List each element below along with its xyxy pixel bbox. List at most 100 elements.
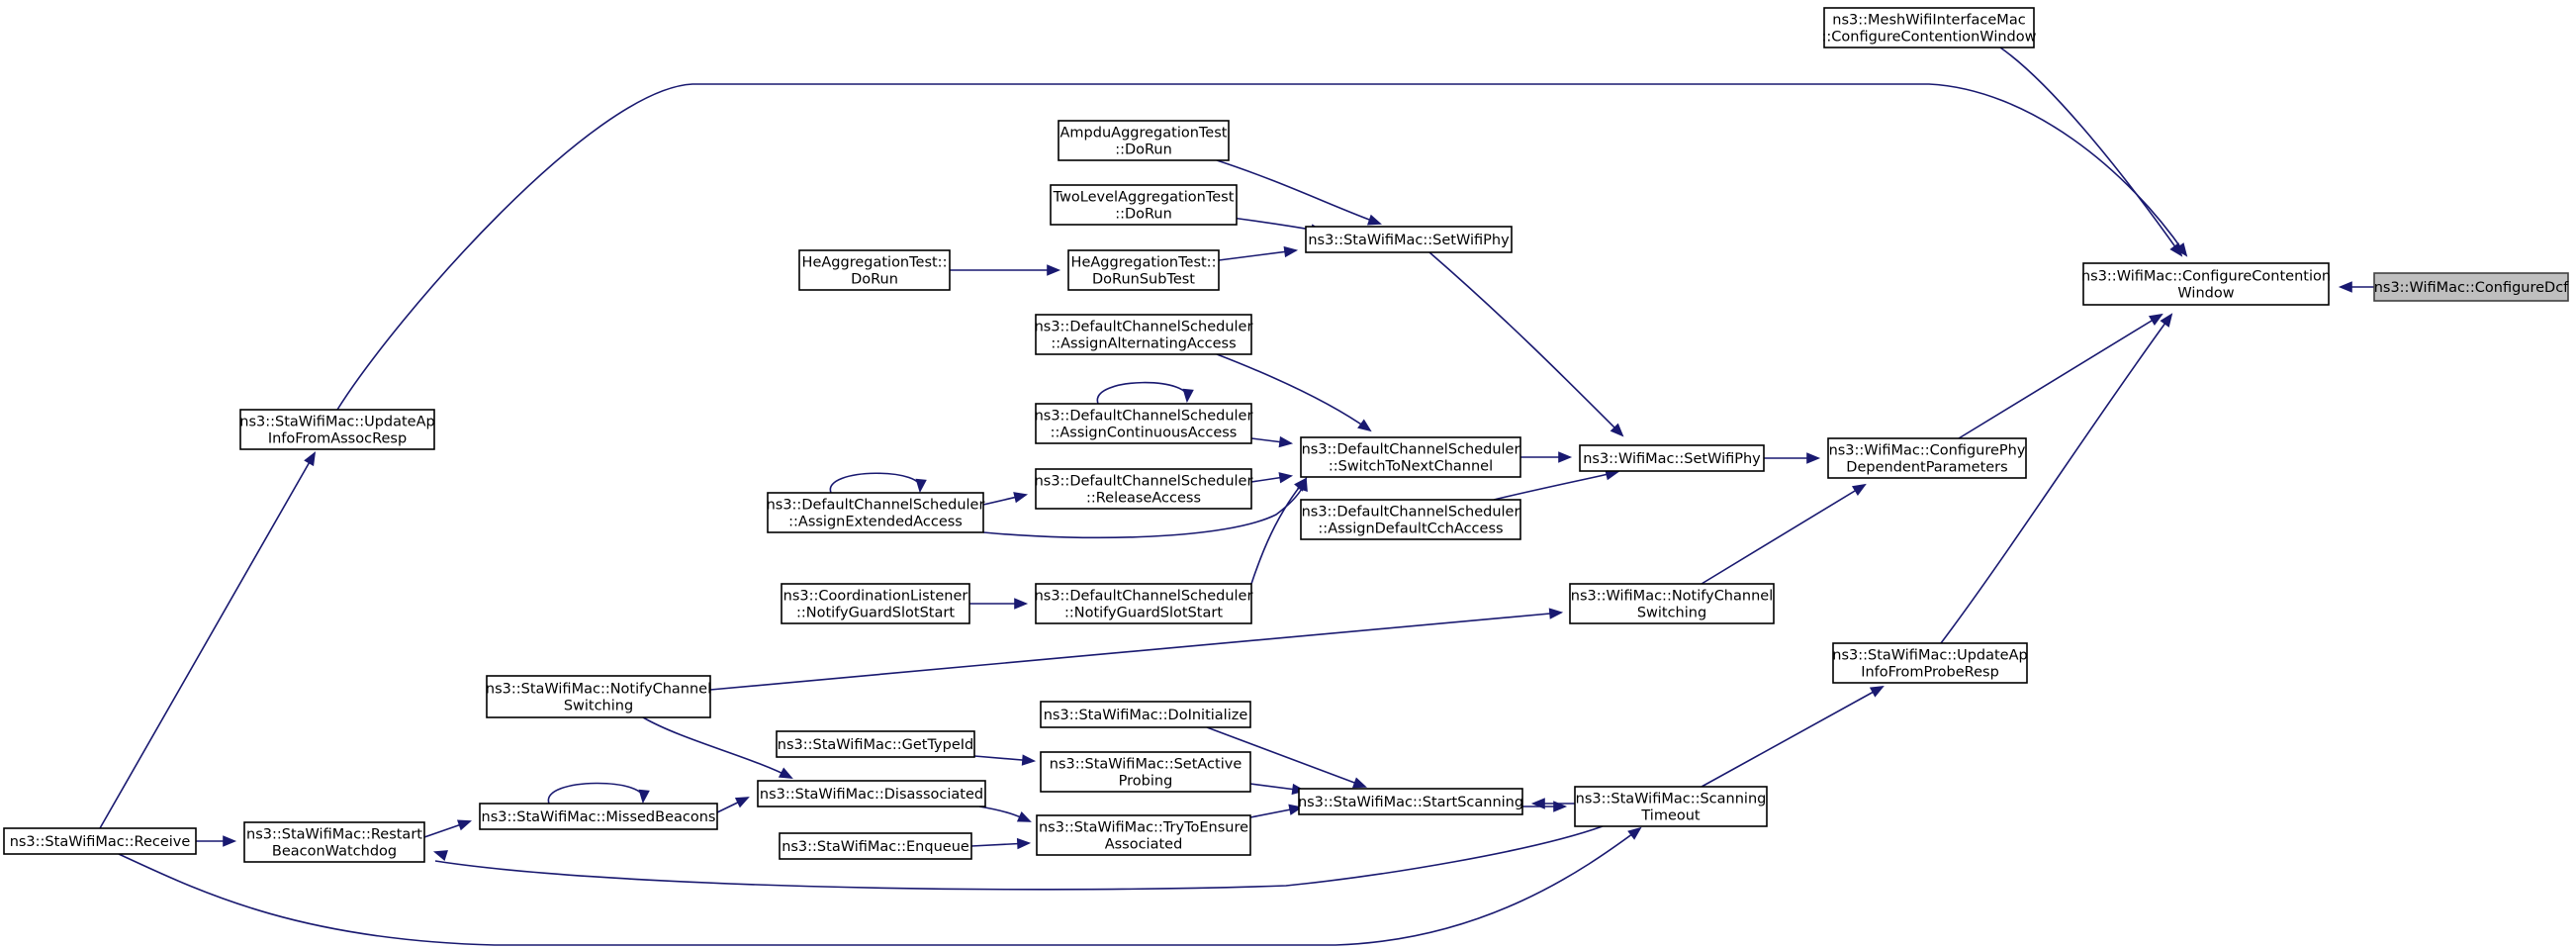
node-assign-extended[interactable]: ns3::DefaultChannelScheduler::AssignExte… [767,492,985,533]
node-twolevel-dorun[interactable]: TwoLevelAggregationTest::DoRun [1050,184,1238,226]
node-box [243,821,425,863]
node-label-line: ns3::StaWifiMac::UpdateAp [1832,648,2027,664]
node-get-type-id[interactable]: ns3::StaWifiMac::GetTypeId [776,730,975,758]
node-start-scanning[interactable]: ns3::StaWifiMac::StartScanning [1298,788,1523,815]
node-label-line: InfoFromAssocResp [268,431,407,447]
arrowhead-icon [1182,388,1194,404]
call-edge-start-scanning-to-scanning-timeout [1522,801,1568,812]
call-edge-missed-beacons-to-disassociated [716,797,750,813]
arrowhead-icon [1294,477,1308,492]
node-release-access[interactable]: ns3::DefaultChannelScheduler::ReleaseAcc… [1035,468,1253,510]
node-assign-alternating[interactable]: ns3::DefaultChannelScheduler::AssignAlte… [1035,314,1253,355]
node-label-line: ns3::StaWifiMac::UpdateAp [239,415,434,430]
call-edge-assign-extended-to-release-access [982,492,1029,506]
node-label-line: ns3::CoordinationListener [783,589,968,605]
node-box [1579,444,1765,472]
arrowhead-icon [1548,608,1564,619]
arrowhead-icon [432,850,448,861]
node-box [1305,226,1513,253]
call-edge-update-ap-assoc-to-configure-contention-window [336,83,2188,411]
node-label-line: DependentParameters [1846,460,2007,476]
node-ampdu-dorun[interactable]: AmpduAggregationTest::DoRun [1058,120,1230,161]
node-missed-beacons[interactable]: ns3::StaWifiMac::MissedBeacons [479,803,718,830]
node-box [1300,436,1521,478]
call-edge-receive-to-update-ap-assoc [99,451,317,829]
node-switch-to-next-channel[interactable]: ns3::DefaultChannelScheduler::SwitchToNe… [1300,436,1521,478]
node-disassociated[interactable]: ns3::StaWifiMac::Disassociated [757,780,986,807]
node-box [2082,262,2330,306]
call-edge-disassociated-to-try-to-ensure [978,806,1032,822]
call-edge-update-ap-probe-to-configure-contention-window [1940,313,2173,644]
node-box [2373,272,2569,302]
arrowhead-icon [1047,264,1061,276]
arrowhead-icon [2160,313,2173,328]
node-box [1298,788,1523,815]
call-edge-ampdu-dorun-to-stawifimac-set-phy [1216,159,1382,226]
node-update-ap-assoc[interactable]: ns3::StaWifiMac::UpdateApInfoFromAssocRe… [239,409,435,450]
node-enqueue[interactable]: ns3::StaWifiMac::Enqueue [779,832,972,860]
node-he-dorun[interactable]: HeAggregationTest::DoRun [798,249,951,291]
node-label-line: ::NotifyGuardSlotStart [796,606,955,621]
arrowhead-icon [456,819,472,831]
arrowhead-icon [1351,777,1367,789]
call-edge-get-type-id-to-set-active-probing [973,754,1037,766]
node-receive[interactable]: ns3::StaWifiMac::Receive [3,827,197,855]
call-edge-receive-to-restart-beacon [196,835,237,847]
edge-line [1206,726,1366,788]
node-assign-default-cch[interactable]: ns3::DefaultChannelScheduler::AssignDefa… [1300,499,1521,540]
node-box [1569,583,1775,624]
arrowhead-icon [1283,245,1299,258]
call-edge-assign-alternating-to-switch-to-next-channel [1216,353,1372,432]
node-label-line: ::ReleaseAccess [1086,491,1201,507]
node-label-line: AmpduAggregationTest [1060,126,1228,142]
node-label-line: Switching [1637,606,1706,621]
node-label-line: ns3::DefaultChannelScheduler [1035,320,1253,335]
call-edge-set-active-probing-to-start-scanning [1249,783,1307,796]
node-label-line: ns3::StaWifiMac::TryToEnsure [1039,820,1248,836]
node-label-line: ::DoRun [1115,207,1172,223]
call-edge-stawifimac-set-phy-to-wifimac-set-phy [1428,251,1624,437]
node-configure-dcf[interactable]: ns3::WifiMac::ConfigureDcf [2373,272,2569,302]
call-edge-mesh-configure-cw-to-configure-contention-window [1999,47,2183,257]
arrowhead-icon [2148,313,2163,327]
node-he-dorunsubtest[interactable]: HeAggregationTest::DoRunSubTest [1067,249,1220,291]
node-label-line: ns3::StaWifiMac::Restart [246,827,422,843]
call-edge-restart-beacon-to-missed-beacons [423,819,472,838]
node-stawifimac-set-phy[interactable]: ns3::StaWifiMac::SetWifiPhy [1305,226,1513,253]
edge-line [1428,251,1623,436]
node-update-ap-probe[interactable]: ns3::StaWifiMac::UpdateApInfoFromProbeRe… [1832,642,2028,684]
node-configure-contention-window[interactable]: ns3::WifiMac::ConfigureContentionWindow [2081,262,2331,306]
node-label-line: ::AssignAlternatingAccess [1051,336,1236,352]
node-box [781,583,970,624]
edge-line [547,782,645,805]
node-box [1040,751,1251,793]
node-label-line: ns3::StaWifiMac::DoInitialize [1044,708,1248,723]
arrowhead-icon [1288,804,1304,815]
node-coord-notify-guard[interactable]: ns3::CoordinationListener::NotifyGuardSl… [781,583,970,624]
node-label-line: ns3::WifiMac::ConfigureDcf [2374,280,2569,296]
node-assign-continuous[interactable]: ns3::DefaultChannelScheduler::AssignCont… [1035,403,1253,444]
node-label-line: Probing [1119,774,1173,790]
node-label-line: ns3::StaWifiMac::Scanning [1576,792,1767,807]
node-box [1035,583,1252,624]
node-label-line: Associated [1105,837,1183,853]
node-label-line: ::DoRun [1115,142,1172,158]
node-box [3,827,197,855]
call-edge-he-dorun-to-he-dorunsubtest [950,264,1061,276]
edge-line [829,472,922,494]
node-wifimac-set-phy[interactable]: ns3::WifiMac::SetWifiPhy [1579,444,1765,472]
node-configure-phy-dependent[interactable]: ns3::WifiMac::ConfigurePhyDependentParam… [1827,437,2027,479]
node-label-line: ns3::DefaultChannelScheduler [1035,474,1253,490]
node-mesh-configure-cw[interactable]: ns3::MeshWifiInterfaceMac::ConfigureCont… [1822,7,2037,48]
node-do-initialize[interactable]: ns3::StaWifiMac::DoInitialize [1040,701,1251,728]
node-label-line: ns3::StaWifiMac::MissedBeacons [482,809,716,825]
arrowhead-icon [1627,826,1642,840]
arrowhead-icon [1851,483,1867,497]
node-scheduler-notify-guard[interactable]: ns3::DefaultChannelScheduler::NotifyGuar… [1035,583,1253,624]
